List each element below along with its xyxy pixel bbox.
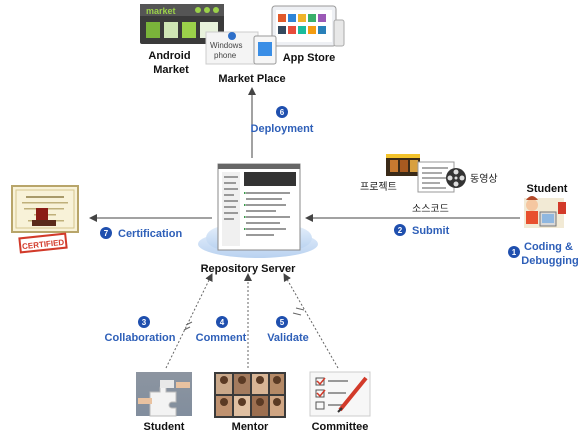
step-6-number: 6 xyxy=(280,108,285,117)
break-collaboration xyxy=(183,321,193,331)
step-1-label: Coding & Debugging xyxy=(521,241,578,267)
step-4-badge: 4 xyxy=(216,316,228,328)
student-bottom-label: Student xyxy=(144,421,185,433)
arrows xyxy=(89,87,520,369)
step-1-number: 1 xyxy=(512,248,517,257)
step-2-label: Submit xyxy=(412,225,450,237)
arrow-validate xyxy=(283,273,339,369)
step-1-badge: 1 xyxy=(508,246,520,258)
step-7-badge: 7 xyxy=(100,227,112,239)
project-image xyxy=(386,154,420,176)
step-4-number: 4 xyxy=(220,318,225,327)
puzzle-hands-image xyxy=(136,372,192,417)
student-top-label: Student xyxy=(527,183,568,195)
android-brand-text: market xyxy=(146,6,176,16)
committee-label: Committee xyxy=(312,421,369,433)
windows-phone-image: Windows phone xyxy=(205,31,259,65)
step-5-badge: 5 xyxy=(276,316,288,328)
source-code-label: 소스코드 xyxy=(412,203,449,215)
windows-phone-line1: Windows xyxy=(210,41,242,50)
film-reel-icon xyxy=(446,168,466,188)
mentor-label: Mentor xyxy=(232,421,269,433)
android-market-label: Android Market xyxy=(148,50,193,76)
market-place-label: Market Place xyxy=(218,73,285,85)
project-label: 프로젝트 xyxy=(360,181,397,193)
step-3-label: Collaboration xyxy=(105,332,176,344)
step-5-number: 5 xyxy=(280,318,285,327)
repository-server-image xyxy=(198,163,318,258)
student-at-computer-image xyxy=(524,196,566,228)
step-2-number: 2 xyxy=(398,226,403,235)
video-label: 동영상 xyxy=(470,173,498,185)
step-2-badge: 2 xyxy=(394,224,406,236)
step-7-number: 7 xyxy=(104,229,109,238)
step-1-line2: Debugging xyxy=(521,255,578,267)
step-5-label: Validate xyxy=(267,332,309,344)
app-store-image xyxy=(253,5,345,65)
step-3-number: 3 xyxy=(142,318,147,327)
checklist-image xyxy=(309,371,371,417)
step-4-label: Comment xyxy=(196,332,247,344)
android-market-line1: Android xyxy=(148,50,190,62)
repository-server-label: Repository Server xyxy=(201,263,296,275)
arrow-collaboration xyxy=(165,273,213,369)
certificate-image: CERTIFIED xyxy=(11,185,79,254)
step-7-label: Certification xyxy=(118,228,182,240)
step-6-label: Deployment xyxy=(251,123,314,135)
mentor-faces-image xyxy=(214,372,286,418)
step-3-badge: 3 xyxy=(138,316,150,328)
step-6-badge: 6 xyxy=(276,106,288,118)
certified-stamp-text: CERTIFIED xyxy=(22,238,65,251)
step-1-line1: Coding & xyxy=(524,241,573,253)
windows-phone-line2: phone xyxy=(214,51,237,60)
app-store-label: App Store xyxy=(283,52,336,64)
android-market-line2: Market xyxy=(153,64,189,76)
break-validate xyxy=(292,307,305,316)
